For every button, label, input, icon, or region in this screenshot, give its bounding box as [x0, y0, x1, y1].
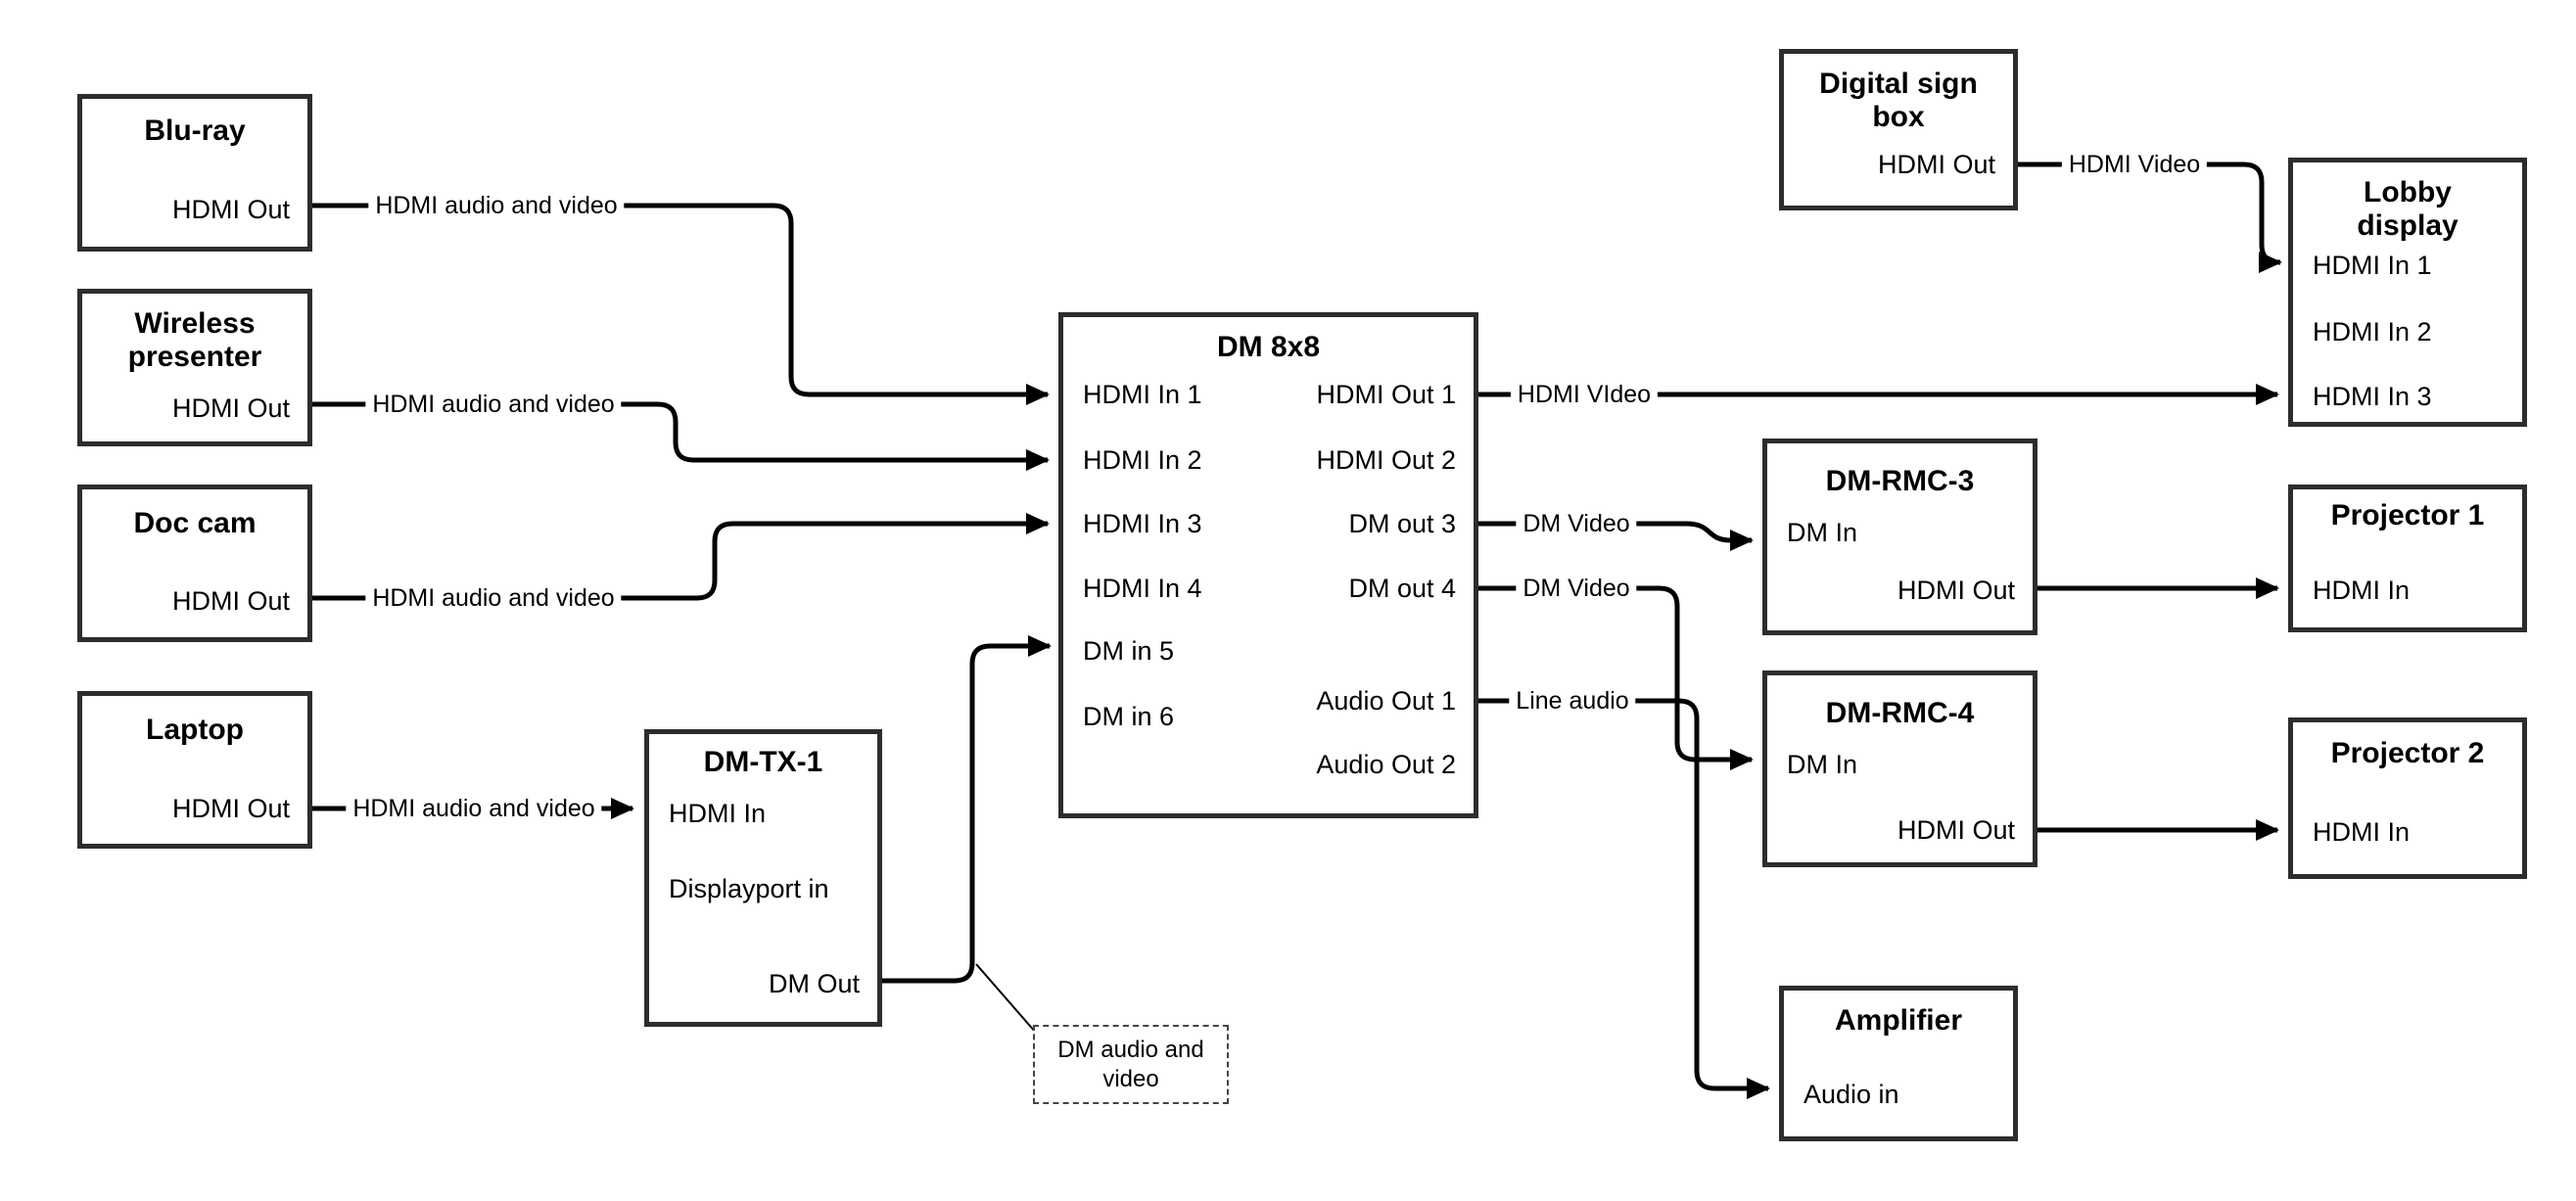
node-proj2: Projector 2 HDMI In: [2288, 717, 2527, 879]
wire-dm8x8-aout1-to-amp: [1478, 698, 1770, 1099]
node-wireless-presenter: Wireless presenter HDMI Out: [77, 289, 312, 446]
node-lobby-title: Lobby display: [2357, 176, 2459, 242]
port-lobby-hdmi-in2: HDMI In 2: [2313, 317, 2432, 346]
wire-label-doccam: HDMI audio and video: [365, 583, 622, 613]
node-proj2-title: Projector 2: [2330, 737, 2485, 769]
port-dm8x8-hdmi-in1: HDMI In 1: [1083, 380, 1202, 409]
wire-label-dm-video-out4: DM Video: [1516, 574, 1637, 603]
node-rmc4: DM-RMC-4 DM In HDMI Out: [1762, 670, 2037, 867]
wire-label-hdmi-video-out1: HDMI VIdeo: [1510, 380, 1659, 409]
wire-dmtx1-to-dm8x8-in5: [882, 635, 1052, 984]
node-rmc4-title: DM-RMC-4: [1825, 697, 1975, 729]
node-rmc3: DM-RMC-3 DM In HDMI Out: [1762, 439, 2037, 635]
wire-label-bluray: HDMI audio and video: [368, 191, 625, 220]
port-dm8x8-hdmi-in4: HDMI In 4: [1083, 574, 1202, 603]
wire-wireless-to-dm8x8-in2: [312, 401, 1050, 471]
port-lobby-hdmi-in1: HDMI In 1: [2313, 251, 2432, 280]
node-proj1: Projector 1 HDMI In: [2288, 485, 2527, 632]
port-dm8x8-audio-out1: Audio Out 1: [1316, 686, 1456, 716]
note-dm-audio-video: DM audio and video: [1033, 1025, 1229, 1104]
port-dmtx1-displayport-in: Displayport in: [669, 874, 829, 903]
port-dm8x8-hdmi-out1: HDMI Out 1: [1316, 380, 1456, 409]
note-leader-line: [975, 963, 1037, 1034]
node-dm8x8: DM 8x8 HDMI In 1 HDMI In 2 HDMI In 3 HDM…: [1058, 312, 1478, 818]
node-lobby-display: Lobby display HDMI In 1 HDMI In 2 HDMI I…: [2288, 158, 2527, 427]
port-laptop-hdmi-out: HDMI Out: [171, 794, 290, 823]
port-rmc4-hdmi-out: HDMI Out: [1897, 815, 2015, 845]
port-dm8x8-dm-in6: DM in 6: [1083, 702, 1175, 731]
port-wireless-hdmi-out: HDMI Out: [171, 393, 290, 423]
port-signbox-hdmi-out: HDMI Out: [1877, 150, 1995, 179]
port-dm8x8-hdmi-in3: HDMI In 3: [1083, 509, 1202, 538]
port-rmc4-dm-in: DM In: [1787, 750, 1858, 779]
node-amplifier: Amplifier Audio in: [1779, 986, 2018, 1141]
wire-dm8x8-out4-to-rmc4: [1478, 585, 1754, 770]
port-bluray-hdmi-out: HDMI Out: [171, 195, 290, 224]
port-dmtx1-dm-out: DM Out: [768, 969, 860, 998]
port-proj1-hdmi-in: HDMI In: [2313, 576, 2411, 605]
wire-label-wireless: HDMI audio and video: [365, 390, 622, 419]
port-dmtx1-hdmi-in: HDMI In: [669, 799, 767, 828]
node-bluray-title: Blu-ray: [144, 115, 246, 147]
node-dmtx1: DM-TX-1 HDMI In Displayport in DM Out: [644, 729, 882, 1027]
port-lobby-hdmi-in3: HDMI In 3: [2313, 382, 2432, 411]
node-dm8x8-title: DM 8x8: [1216, 331, 1321, 363]
wire-label-hdmi-video-sign: HDMI Video: [2061, 150, 2208, 179]
port-dm8x8-dm-in5: DM in 5: [1083, 636, 1175, 666]
node-laptop-title: Laptop: [146, 714, 244, 746]
node-laptop: Laptop HDMI Out: [77, 691, 312, 849]
wire-bluray-to-dm8x8-in1: [312, 203, 1050, 405]
port-dm8x8-hdmi-in2: HDMI In 2: [1083, 445, 1202, 475]
port-dm8x8-audio-out2: Audio Out 2: [1316, 750, 1456, 779]
wire-dm8x8-out3-to-rmc3: [1478, 521, 1754, 551]
wire-signbox-to-lobby-in1: [2018, 162, 2282, 273]
node-signbox: Digital sign box HDMI Out: [1779, 49, 2018, 210]
node-rmc3-title: DM-RMC-3: [1825, 465, 1975, 497]
node-amplifier-title: Amplifier: [1834, 1004, 1963, 1037]
node-wireless-title: Wireless presenter: [127, 307, 262, 373]
node-dmtx1-title: DM-TX-1: [703, 746, 823, 778]
port-dm8x8-hdmi-out2: HDMI Out 2: [1316, 445, 1456, 475]
port-dm8x8-dm-out3: DM out 3: [1348, 509, 1456, 538]
node-doccam-title: Doc cam: [133, 507, 257, 539]
node-proj1-title: Projector 1: [2330, 499, 2485, 531]
port-proj2-hdmi-in: HDMI In: [2313, 817, 2411, 847]
wire-label-laptop: HDMI audio and video: [346, 794, 602, 823]
port-doccam-hdmi-out: HDMI Out: [171, 586, 290, 616]
port-dm8x8-dm-out4: DM out 4: [1348, 574, 1456, 603]
wire-label-line-audio: Line audio: [1509, 686, 1636, 716]
node-doccam: Doc cam HDMI Out: [77, 485, 312, 642]
port-amp-audio-in: Audio in: [1803, 1080, 1899, 1109]
wire-doccam-to-dm8x8-in3: [312, 513, 1050, 601]
node-signbox-title: Digital sign box: [1819, 68, 1978, 133]
note-dm-audio-video-text: DM audio and video: [1057, 1036, 1204, 1092]
wire-label-dm-video-out3: DM Video: [1516, 509, 1637, 538]
node-bluray: Blu-ray HDMI Out: [77, 94, 312, 252]
port-rmc3-dm-in: DM In: [1787, 518, 1858, 547]
port-rmc3-hdmi-out: HDMI Out: [1897, 576, 2015, 605]
